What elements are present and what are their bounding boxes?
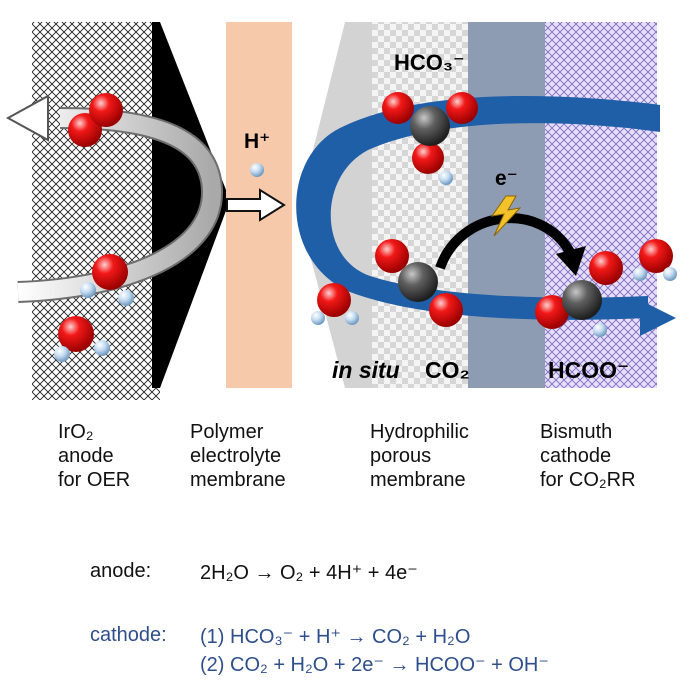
bicarbonate-molecule: [382, 92, 478, 185]
co2-formula-label: CO₂: [425, 357, 470, 383]
label-line: Hydrophilic: [370, 421, 469, 443]
anode-description: IrO₂ anode for OER: [58, 420, 130, 492]
label-line: for OER: [58, 469, 131, 491]
cathode-description: Bismuth cathode for CO₂RR: [540, 420, 636, 492]
membrane-description: Polymer electrolyte membrane: [190, 420, 286, 492]
label-line: anode: [58, 445, 114, 467]
cathode-equation-2: (2) CO₂ + H₂O + 2e⁻ → HCOO⁻ + OH⁻: [200, 654, 549, 676]
label-line: IrO₂: [58, 421, 94, 443]
bicarbonate-label: HCO₃⁻: [394, 50, 465, 75]
anode-catalyst-layer: [152, 22, 230, 388]
porous-membrane-edge: [298, 22, 372, 388]
porous-membrane-description: Hydrophilic porous membrane: [370, 420, 469, 492]
proton-atom: [250, 163, 264, 177]
anode-region: [32, 22, 160, 400]
water-molecule: [633, 239, 677, 281]
anode-equation: 2H₂O → O₂ + 4H⁺ + 4e⁻: [200, 562, 418, 584]
water-molecule: [80, 254, 134, 306]
water-molecule: [311, 283, 359, 325]
electron-transfer-arrowhead: [556, 246, 586, 276]
proton-label: H⁺: [244, 130, 270, 153]
oxygen-molecule: [68, 93, 123, 147]
label-line: membrane: [190, 469, 286, 491]
cathode-equation-label: cathode:: [90, 624, 167, 646]
cathode-flow-arrowhead: [640, 300, 676, 336]
label-line: Polymer: [190, 421, 264, 443]
label-line: membrane: [370, 469, 466, 491]
anode-equation-row: anode:: [90, 560, 151, 583]
porous-membrane: [372, 22, 468, 388]
co2-prefix-label: in situ: [332, 357, 400, 383]
label-line: porous: [370, 445, 432, 467]
label-line: electrolyte: [190, 445, 282, 467]
lightning-icon: [490, 195, 522, 237]
water-molecule: [54, 316, 110, 362]
proton-transport-arrow: [226, 188, 286, 222]
cell-schematic: H⁺ HCO₃⁻ e⁻ in situ CO₂ HCOO⁻: [5, 22, 677, 400]
anode-equation-label: anode:: [90, 560, 152, 582]
formate-molecule: [535, 251, 623, 337]
anode-flow-arrowhead: [5, 94, 49, 142]
formate-label: HCOO⁻: [548, 357, 629, 383]
cathode-flow-arrow: [296, 95, 660, 320]
cathode-equation-1: (1) HCO₃⁻ + H⁺ → CO₂ + H₂O: [200, 626, 471, 648]
label-line: Bismuth: [540, 421, 613, 443]
electron-label: e⁻: [495, 167, 518, 190]
label-line: for CO₂RR: [540, 469, 636, 491]
label-line: cathode: [540, 445, 612, 467]
co2-molecule: [375, 239, 463, 327]
